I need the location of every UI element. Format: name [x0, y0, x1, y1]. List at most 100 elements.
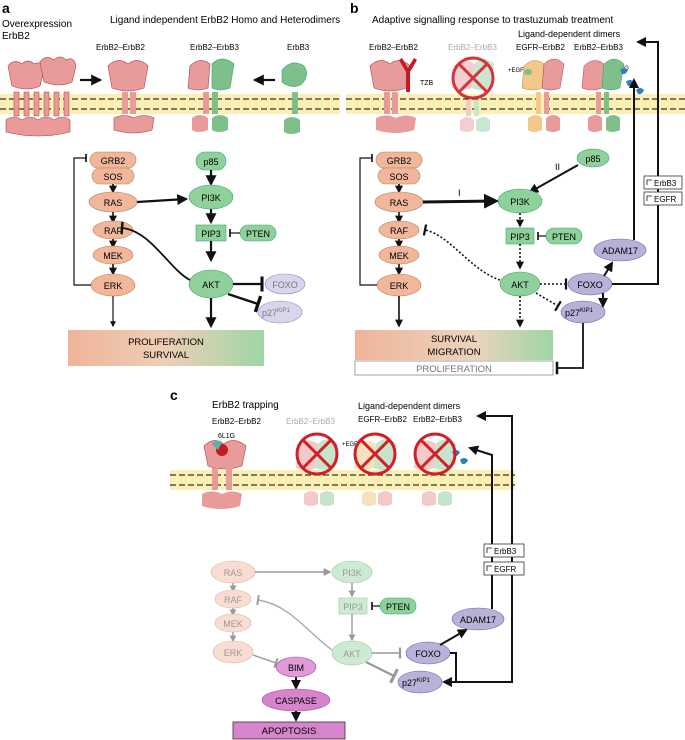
- blocked-egfr-dimer-c-icon: +EGF: [342, 432, 397, 506]
- label-6l1g: 6L1G: [218, 433, 235, 440]
- gene-label-egfr-b: EGFR: [654, 195, 676, 204]
- panel-b-pathway: GRB2 SOS RAS RAF MEK ERK p85 II PI3K I P…: [354, 37, 683, 376]
- node-c-bim: BIM: [288, 663, 304, 673]
- node-c-pip3: PIP3: [343, 602, 363, 612]
- node-a-foxo: FOXO: [272, 280, 298, 290]
- node-c-mek: MEK: [223, 619, 243, 629]
- gene-box-egfr-c: EGFR: [483, 561, 525, 576]
- node-c-pten: PTEN: [386, 602, 410, 612]
- label-egf-b: +EGF: [508, 68, 524, 74]
- panel-a-heading: Ligand independent ErbB2 Homo and Hetero…: [110, 15, 340, 26]
- panel-b-letter: b: [350, 0, 359, 16]
- blocked-heterodimer-b-icon: [451, 56, 495, 132]
- panel-b-label-egfr: EGFR–ErbB2: [516, 43, 565, 52]
- panel-b-heading: Adaptive signalling response to trastuzu…: [372, 15, 613, 26]
- node-b-adam17: ADAM17: [602, 246, 638, 256]
- node-b-p85: p85: [585, 154, 600, 164]
- membrane-a: [0, 94, 340, 114]
- node-a-pip3: PIP3: [201, 229, 221, 239]
- node-b-raf: RAF: [390, 226, 409, 236]
- node-c-foxo: FOXO: [415, 649, 441, 659]
- node-a-pten: PTEN: [246, 229, 270, 239]
- node-b-pip3: PIP3: [510, 232, 530, 242]
- outcome-b-migration: MIGRATION: [427, 347, 480, 358]
- panel-c-label-egfr: EGFR–ErbB2: [358, 415, 407, 424]
- panel-a-letter: a: [2, 0, 10, 16]
- panel-c-label-erbb3: ErbB2–ErbB3: [413, 415, 462, 424]
- erbb3-monomer-icon: [281, 62, 307, 134]
- erbb2-trapped-6l1g-icon: 6L1G: [202, 433, 247, 509]
- gene-label-erbb3-c: ErbB3: [494, 547, 517, 556]
- node-c-adam17: ADAM17: [460, 615, 496, 625]
- panel-b-ligand-heading: Ligand-dependent dimers: [518, 29, 621, 39]
- blocked-erbb3-dimer-c-icon: [413, 432, 468, 506]
- membrane-c: [170, 470, 515, 490]
- node-b-sos: SOS: [389, 172, 408, 182]
- node-a-pi3k: PI3K: [201, 193, 221, 203]
- node-a-sos: SOS: [103, 172, 122, 182]
- gene-label-egfr-c: EGFR: [494, 565, 516, 574]
- erbb2-homodimer-icon: [107, 60, 155, 134]
- node-a-mek: MEK: [103, 251, 123, 261]
- panel-c-label-homo: ErbB2–ErbB2: [212, 417, 261, 426]
- node-b-akt: AKT: [511, 280, 529, 290]
- erbb2-erbb3-heterodimer-icon: [187, 58, 235, 132]
- outcome-c-apoptosis: APOPTOSIS: [262, 726, 317, 737]
- erbb2-erbb3-dimer-hrg-b-icon: +HRG: [581, 58, 644, 132]
- outcome-a-survival: SURVIVAL: [143, 350, 189, 361]
- panel-c-label-hetero: ErbB2–ErbB3: [286, 417, 335, 426]
- node-a-akt: AKT: [202, 280, 220, 290]
- panel-a-label-erbb3: ErbB3: [287, 43, 310, 52]
- node-b-erk: ERK: [390, 281, 409, 291]
- outcome-b-proliferation-box: [354, 360, 554, 376]
- label-route-i: I: [458, 188, 461, 198]
- node-c-ras: RAS: [224, 568, 243, 578]
- node-c-p27: p27KIP1: [402, 678, 431, 688]
- node-a-p27: p27KIP1: [262, 308, 291, 318]
- panel-a-title-1: Overexpression: [2, 19, 72, 30]
- panel-b-label-hetero: ErbB2–ErbB3: [448, 43, 497, 52]
- panel-b-label-homo: ErbB2–ErbB2: [369, 43, 418, 52]
- node-b-ras: RAS: [390, 198, 409, 208]
- erbb2-overexpression-cluster-icon: [5, 56, 77, 137]
- panel-a-label-hetero: ErbB2–ErbB3: [190, 43, 239, 52]
- label-tzb: TZB: [420, 80, 434, 87]
- outcome-c-box: [232, 721, 346, 740]
- node-b-pi3k: PI3K: [510, 197, 530, 207]
- gene-box-egfr-b: EGFR: [643, 191, 683, 206]
- node-a-p85: p85: [203, 157, 218, 167]
- panel-c-heading: ErbB2 trapping: [212, 400, 279, 411]
- node-c-erk: ERK: [224, 648, 243, 658]
- node-c-akt: AKT: [343, 649, 361, 659]
- egfr-erbb2-dimer-b-icon: +EGF: [508, 58, 565, 132]
- node-a-raf: RAF: [104, 226, 123, 236]
- erbb2-homodimer-tzb-icon: TZB: [369, 58, 434, 133]
- label-route-ii: II: [555, 162, 560, 172]
- node-a-ras: RAS: [104, 198, 123, 208]
- outcome-a-box: [68, 330, 264, 366]
- gene-box-erbb3-c: ErbB3: [483, 543, 525, 558]
- panel-a-pathway: GRB2 SOS RAS RAF MEK ERK p85 PI3K PIP3 P…: [68, 151, 306, 366]
- blocked-heterodimer-c-icon: [295, 432, 339, 506]
- panel-c-ligand-heading: Ligand-dependent dimers: [358, 401, 461, 411]
- panel-a-label-homo: ErbB2–ErbB2: [96, 43, 145, 52]
- node-b-pten: PTEN: [552, 232, 576, 242]
- panel-c-pathway: RAS RAF MEK ERK PI3K PIP3 PTEN AKT FOXO …: [210, 411, 525, 740]
- panel-b-label-erbb3: ErbB2–ErbB3: [574, 43, 623, 52]
- node-c-raf: RAF: [224, 595, 243, 605]
- outcome-a-proliferation: PROLIFERATION: [128, 337, 204, 348]
- node-b-p27: p27KIP1: [565, 308, 594, 318]
- node-a-erk: ERK: [104, 281, 123, 291]
- node-c-caspase: CASPASE: [275, 696, 317, 706]
- outcome-b-box: [355, 330, 553, 360]
- outcome-b-proliferation: PROLIFERATION: [416, 364, 492, 375]
- node-c-pi3k: PI3K: [342, 568, 362, 578]
- label-egf-c: +EGF: [342, 442, 358, 448]
- node-b-mek: MEK: [389, 251, 409, 261]
- node-b-foxo: FOXO: [577, 280, 603, 290]
- gene-label-erbb3-b: ErbB3: [654, 179, 677, 188]
- outcome-b-survival: SURVIVAL: [431, 334, 477, 345]
- gene-box-erbb3-b: ErbB3: [643, 175, 683, 190]
- node-a-grb2: GRB2: [101, 156, 126, 166]
